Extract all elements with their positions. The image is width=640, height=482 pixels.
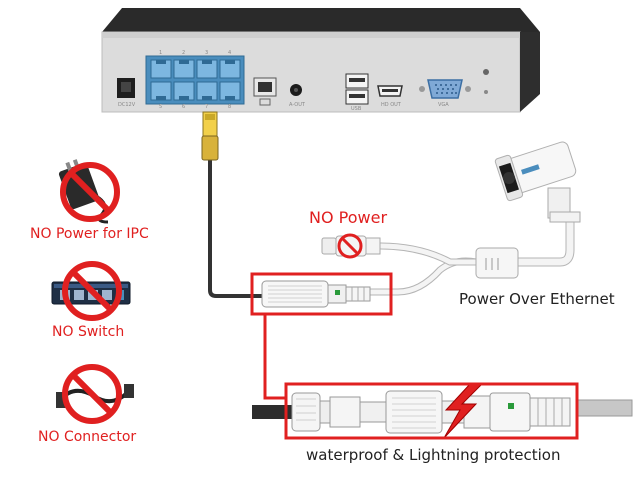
no-power-prohibit-icon <box>337 233 363 259</box>
port-number-bottom: 7 <box>205 104 209 110</box>
no-switch-label: NO Switch <box>52 324 125 340</box>
lan-port <box>253 77 277 106</box>
no-connector-prohibit-icon <box>62 364 122 424</box>
port-number-top: 4 <box>228 50 232 56</box>
port-number-top: 1 <box>159 50 163 56</box>
hdout-port-label: HD OUT <box>381 102 401 108</box>
waterproof-highlight-box <box>284 382 579 440</box>
hd-out-port <box>377 85 403 97</box>
port-number-bottom: 8 <box>228 104 232 110</box>
white-ethernet-cable <box>370 214 575 296</box>
port-number-top: 3 <box>205 50 209 56</box>
poe-port-block <box>145 55 245 105</box>
no-power-ipc-label: NO Power for IPC <box>30 226 149 242</box>
vga-port-label: VGA <box>438 102 449 108</box>
dc-power-jack <box>117 78 135 98</box>
poe-injector-adapter <box>261 280 371 308</box>
no-connector-label: NO Connector <box>38 429 137 445</box>
aout-port-label: A-OUT <box>289 102 305 108</box>
no-switch-prohibit-icon <box>62 261 122 321</box>
dark-ethernet-cable <box>201 111 262 298</box>
usb-port-label: USB <box>351 106 362 112</box>
no-power-ipc-prohibit-icon <box>60 162 120 222</box>
poe-label: Power Over Ethernet <box>459 290 615 308</box>
lightning-bolt-icon <box>443 383 484 439</box>
usb-ports <box>345 73 369 105</box>
poe-injector-highlight-box <box>250 272 393 316</box>
port-number-bottom: 6 <box>182 104 186 110</box>
vga-port <box>419 79 471 99</box>
port-number-bottom: 5 <box>159 104 163 110</box>
waterproof-label: waterproof & Lightning protection <box>306 446 561 464</box>
dc-port-label: DC12V <box>118 102 136 108</box>
poe-splitter-box <box>475 247 519 279</box>
ip-bullet-camera <box>494 141 581 223</box>
highlight-connector-line <box>263 314 286 400</box>
waterproof-connector-assembly <box>252 390 633 434</box>
port-number-top: 2 <box>182 50 186 56</box>
nvr-recorder <box>101 8 540 113</box>
no-power-label: NO Power <box>309 208 388 227</box>
